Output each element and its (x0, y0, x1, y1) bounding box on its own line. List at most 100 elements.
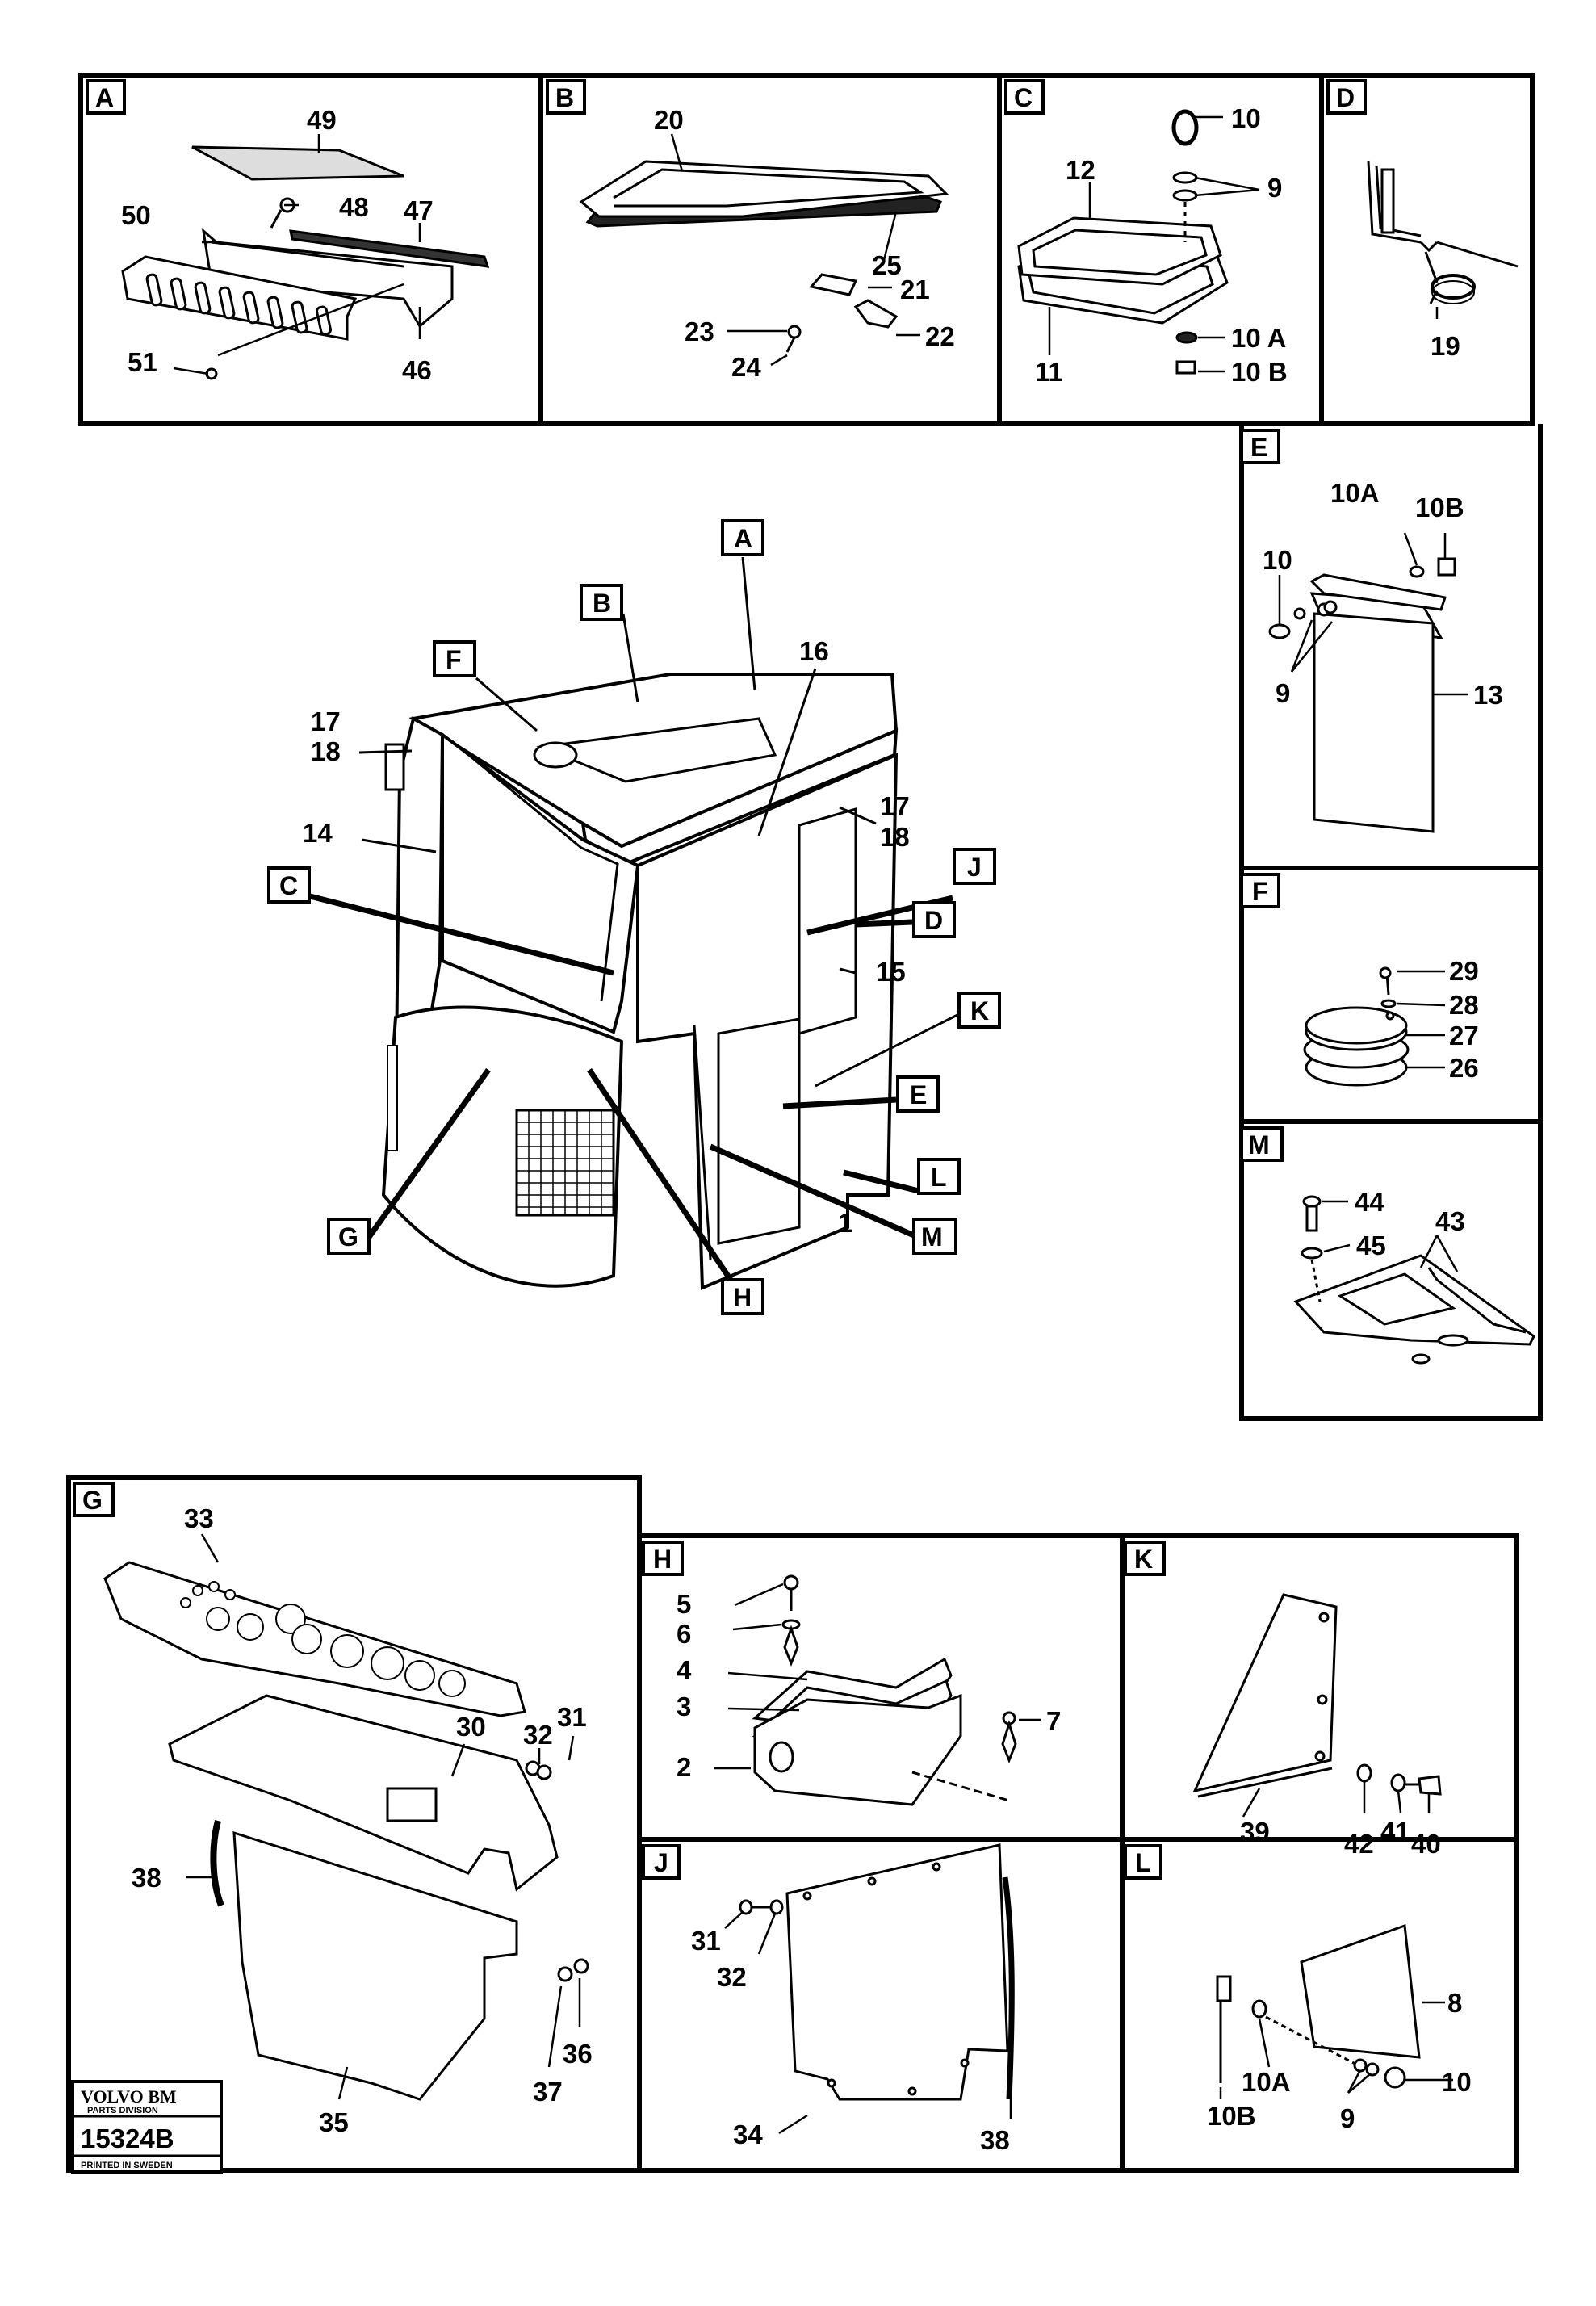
panel-tag-a: A (86, 79, 126, 115)
label-40: 40 (1411, 1829, 1441, 1859)
label-5: 5 (677, 1589, 691, 1619)
main-thin-leaders (358, 556, 961, 1203)
bottom-panels-frame (66, 1475, 1519, 2173)
svg-text:K: K (970, 996, 989, 1025)
cab-body-drawing (381, 673, 899, 1290)
panel-g-leaders (186, 1533, 581, 2100)
panel-tag-m: M (1240, 1126, 1284, 1162)
small-panel-drawing (1216, 1923, 1421, 2089)
svg-text:A: A (95, 83, 114, 112)
svg-text:L: L (931, 1163, 947, 1192)
panel-tag-j: J (642, 1844, 681, 1880)
label-10a: 10 A (1231, 323, 1286, 353)
callout-k: K (957, 992, 1001, 1029)
panel-m: M 44 43 45 (1240, 1126, 1535, 1365)
hatch-frame-drawing (1017, 109, 1229, 375)
callout-h: H (721, 1278, 764, 1315)
panel-tag-g: G (73, 1482, 115, 1517)
panel-b: B 20 25 21 23 22 24 (546, 79, 955, 382)
label-15: 15 (876, 957, 906, 987)
label-24: 24 (731, 352, 761, 382)
panel-a-leaders (173, 134, 421, 375)
panel-tag-b: B (546, 79, 586, 115)
top-panels-frame (78, 73, 1543, 1421)
panel-b-leaders (670, 133, 920, 367)
stamp-division: PARTS DIVISION (87, 2106, 158, 2115)
svg-text:J: J (654, 1848, 668, 1877)
label-10b: 10 B (1231, 357, 1288, 387)
label-32: 32 (523, 1720, 553, 1750)
svg-text:H: H (733, 1283, 752, 1312)
label-28: 28 (1449, 990, 1479, 1020)
svg-text:E: E (1250, 433, 1267, 462)
callout-d: D (912, 901, 956, 938)
panel-f: F 29 28 27 26 (1240, 873, 1479, 1087)
label-43: 43 (1435, 1206, 1465, 1236)
panel-j: J 31 32 34 38 (642, 1843, 1015, 2155)
panel-f-leaders (1396, 970, 1446, 1069)
svg-text:E: E (910, 1080, 927, 1109)
label-18-left: 18 (311, 736, 341, 766)
panel-tag-c: C (1004, 79, 1045, 115)
svg-text:C: C (279, 871, 298, 900)
svg-text:K: K (1134, 1545, 1153, 1574)
panel-tag-e: E (1240, 429, 1280, 464)
stamp-brand: VOLVO BM (81, 2086, 177, 2107)
callout-c: C (267, 866, 311, 904)
label-l-10b: 10B (1207, 2101, 1256, 2131)
panel-h: H 5 6 4 3 7 2 (642, 1541, 1061, 1806)
vent-cap-drawing (1303, 966, 1410, 1087)
callout-a: A (721, 519, 764, 556)
svg-text:M: M (1248, 1130, 1270, 1159)
label-27: 27 (1449, 1021, 1479, 1050)
svg-text:M: M (921, 1222, 943, 1252)
label-42: 42 (1344, 1829, 1374, 1859)
panel-e: E 10A 10B 10 9 13 (1240, 429, 1503, 833)
panel-c-leaders (1048, 115, 1260, 373)
panel-a: A (86, 79, 490, 385)
label-7: 7 (1046, 1706, 1061, 1736)
label-25: 25 (872, 250, 902, 280)
label-17-right: 17 (880, 791, 910, 821)
label-e-10a: 10A (1330, 478, 1380, 508)
svg-text:H: H (653, 1545, 672, 1574)
side-cover-drawing (739, 1843, 1015, 2101)
panel-l: L 8 10A 10B 9 10 (1124, 1844, 1472, 2133)
label-21: 21 (900, 275, 930, 304)
label-j-34: 34 (733, 2119, 763, 2149)
callout-g: G (327, 1218, 371, 1255)
label-41: 41 (1380, 1817, 1410, 1847)
label-35: 35 (319, 2107, 349, 2137)
label-19: 19 (1431, 331, 1460, 361)
svg-text:D: D (924, 906, 943, 935)
label-50: 50 (121, 200, 151, 230)
panel-tag-f: F (1240, 873, 1280, 908)
label-l-10a: 10A (1242, 2067, 1291, 2097)
svg-text:J: J (967, 853, 982, 882)
svg-text:B: B (593, 589, 611, 618)
triangular-panel-drawing (1192, 1593, 1442, 1798)
svg-text:C: C (1014, 83, 1033, 112)
panel-j-leaders (724, 1911, 1012, 2135)
label-3: 3 (677, 1692, 691, 1721)
volvo-bm-stamp: VOLVO BM PARTS DIVISION 15324B PRINTED I… (71, 2080, 223, 2174)
label-22: 22 (925, 321, 955, 351)
label-47: 47 (404, 195, 434, 225)
label-l-8: 8 (1447, 1988, 1462, 2018)
label-l-9: 9 (1340, 2103, 1355, 2133)
panel-m-leaders (1322, 1200, 1459, 1272)
label-4: 4 (677, 1655, 692, 1685)
label-23: 23 (685, 317, 714, 346)
panel-e-leaders (1278, 532, 1468, 696)
label-44: 44 (1355, 1187, 1384, 1217)
mounting-plate-drawing (1293, 1195, 1535, 1365)
panel-l-leaders (1219, 2001, 1453, 2099)
dashboard-panels-drawing (103, 1561, 589, 2101)
ventilation-cover-drawing (121, 145, 490, 380)
label-j-38: 38 (980, 2125, 1010, 2155)
side-panel-drawing (1268, 557, 1456, 833)
label-46: 46 (402, 355, 432, 385)
label-2: 2 (677, 1752, 691, 1782)
label-45: 45 (1356, 1231, 1386, 1260)
